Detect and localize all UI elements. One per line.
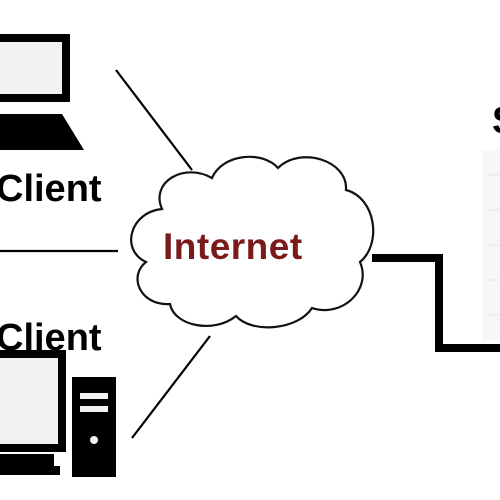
connection-lines — [0, 69, 211, 439]
line-internet-to-server — [372, 254, 500, 352]
desktop-computer-icon — [0, 350, 116, 477]
client-bottom-label: Client — [0, 317, 102, 359]
server-icon — [482, 150, 500, 340]
internet-label: Internet — [163, 226, 303, 267]
client-top-label: Client — [0, 168, 102, 210]
line-laptop-to-internet — [115, 69, 193, 171]
laptop-icon — [0, 34, 84, 150]
cloud-icon — [130, 155, 375, 329]
line-desktop-to-internet — [131, 335, 211, 439]
server-label: S — [492, 100, 500, 143]
